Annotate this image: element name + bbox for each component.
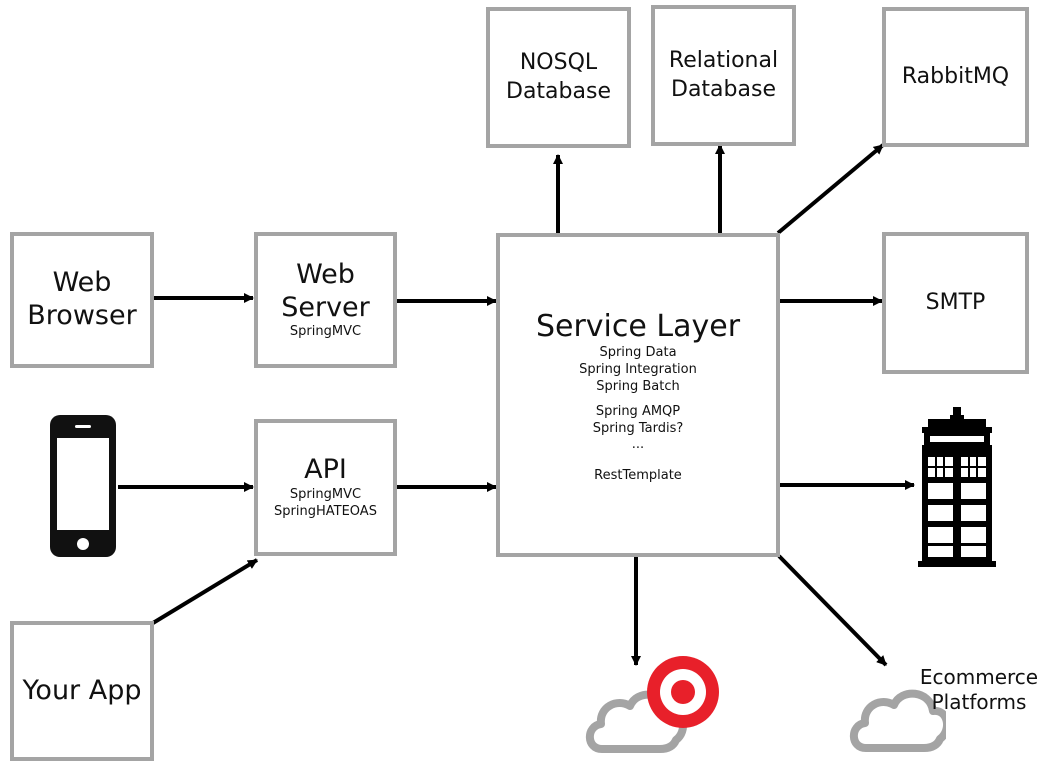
arrow-service-to-rabbitmq: [776, 143, 885, 235]
web-server-label-1: Web: [296, 258, 355, 290]
api-tech-2: SpringHATEOAS: [274, 503, 377, 519]
nosql-label-2: Database: [506, 78, 611, 104]
service-item-spring-batch: Spring Batch: [596, 378, 680, 394]
nosql-label-1: NOSQL: [519, 49, 598, 75]
smartphone-icon: [50, 415, 116, 557]
service-item-spring-amqp: Spring AMQP: [595, 403, 681, 419]
ecommerce-label-1: Ecommerce: [919, 665, 1039, 689]
arrow-yourapp-to-api: [151, 558, 259, 625]
police-box-icon: [918, 407, 996, 567]
service-layer-title: Service Layer: [535, 309, 741, 344]
smtp-node: SMTP: [882, 232, 1029, 374]
service-layer-node: Service Layer Spring Data Spring Integra…: [496, 233, 780, 557]
web-server-label-2: Server: [281, 291, 370, 323]
service-item-spring-integration: Spring Integration: [579, 361, 697, 377]
your-app-label: Your App: [22, 674, 142, 706]
smtp-label: SMTP: [925, 289, 986, 315]
api-node: API SpringMVC SpringHATEOAS: [254, 419, 397, 556]
web-server-tech: SpringMVC: [289, 324, 362, 340]
nosql-database-node: NOSQL Database: [486, 7, 631, 148]
cloud-icon: [849, 689, 946, 752]
relational-label-2: Database: [671, 76, 776, 102]
rabbitmq-label: RabbitMQ: [901, 63, 1010, 89]
service-item-ellipsis: ...: [631, 437, 645, 453]
target-cloud-icon: [585, 656, 719, 753]
web-browser-node: Web Browser: [10, 232, 154, 368]
relational-label-1: Relational: [668, 47, 779, 73]
web-browser-label-2: Browser: [27, 300, 137, 331]
web-browser-label-1: Web: [52, 267, 112, 299]
service-item-spring-tardis: Spring Tardis?: [592, 420, 684, 436]
service-item-spring-data: Spring Data: [599, 345, 677, 360]
rabbitmq-node: RabbitMQ: [882, 7, 1029, 147]
your-app-node: Your App: [10, 621, 154, 761]
arrow-service-to-ecommerce: [777, 554, 888, 667]
api-label: API: [304, 454, 347, 486]
ecommerce-platforms-label: Ecommerce Platforms: [916, 665, 1042, 715]
ecommerce-label-2: Platforms: [931, 690, 1027, 714]
service-item-resttemplate: RestTemplate: [594, 468, 682, 484]
web-server-node: Web Server SpringMVC: [254, 232, 397, 368]
api-tech-1: SpringMVC: [289, 487, 362, 503]
relational-database-node: Relational Database: [651, 5, 796, 146]
